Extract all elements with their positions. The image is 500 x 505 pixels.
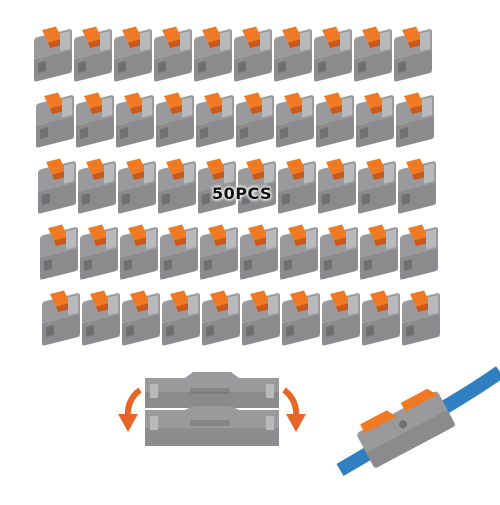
curved-arrow-down-left-icon xyxy=(118,387,142,432)
connector-unit xyxy=(362,290,400,346)
connector-unit xyxy=(354,26,392,82)
curved-arrow-down-right-icon xyxy=(282,387,306,432)
connector-unit xyxy=(160,224,198,280)
connector-unit xyxy=(36,92,74,148)
connector-unit xyxy=(198,158,236,214)
connector-unit xyxy=(240,224,278,280)
connector-unit xyxy=(40,224,78,280)
connector-unit xyxy=(118,158,156,214)
connector-unit xyxy=(320,224,358,280)
connector-unit xyxy=(394,26,432,82)
connector-unit xyxy=(318,158,356,214)
connector-unit xyxy=(236,92,274,148)
connector-unit xyxy=(120,224,158,280)
connector-unit xyxy=(282,290,320,346)
connector-unit xyxy=(42,290,80,346)
connector-unit xyxy=(34,26,72,82)
connector-unit xyxy=(80,224,118,280)
connector-unit xyxy=(360,224,398,280)
stacked-connectors-detail xyxy=(118,372,306,446)
connector-in-use-detail xyxy=(336,366,500,477)
stacked-connector-bottom xyxy=(145,406,279,446)
connector-unit xyxy=(202,290,240,346)
connector-unit xyxy=(122,290,160,346)
connector-unit xyxy=(158,158,196,214)
connector-unit xyxy=(234,26,272,82)
connector-unit xyxy=(280,224,318,280)
connector-unit xyxy=(194,26,232,82)
connector-unit xyxy=(398,158,436,214)
connector-unit xyxy=(358,158,396,214)
connector-grid xyxy=(34,26,440,346)
connector-unit xyxy=(162,290,200,346)
connector-unit xyxy=(154,26,192,82)
stacked-connector-top xyxy=(145,372,279,408)
connector-unit xyxy=(316,92,354,148)
connector-unit xyxy=(242,290,280,346)
connector-unit xyxy=(76,92,114,148)
connector-unit xyxy=(322,290,360,346)
connector-unit xyxy=(274,26,312,82)
connector-unit xyxy=(396,92,434,148)
connector-unit xyxy=(200,224,238,280)
wired-connector xyxy=(357,388,456,469)
connector-unit xyxy=(196,92,234,148)
connector-unit xyxy=(276,92,314,148)
connector-unit xyxy=(78,158,116,214)
connector-unit xyxy=(278,158,316,214)
connector-unit xyxy=(238,158,276,214)
connector-unit xyxy=(74,26,112,82)
connector-unit xyxy=(400,224,438,280)
connector-unit xyxy=(156,92,194,148)
connector-unit xyxy=(82,290,120,346)
connector-unit xyxy=(116,92,154,148)
connector-unit xyxy=(402,290,440,346)
connector-unit xyxy=(356,92,394,148)
connector-unit xyxy=(114,26,152,82)
quantity-label: 50PCS xyxy=(212,184,273,203)
connector-unit xyxy=(38,158,76,214)
connector-unit xyxy=(314,26,352,82)
